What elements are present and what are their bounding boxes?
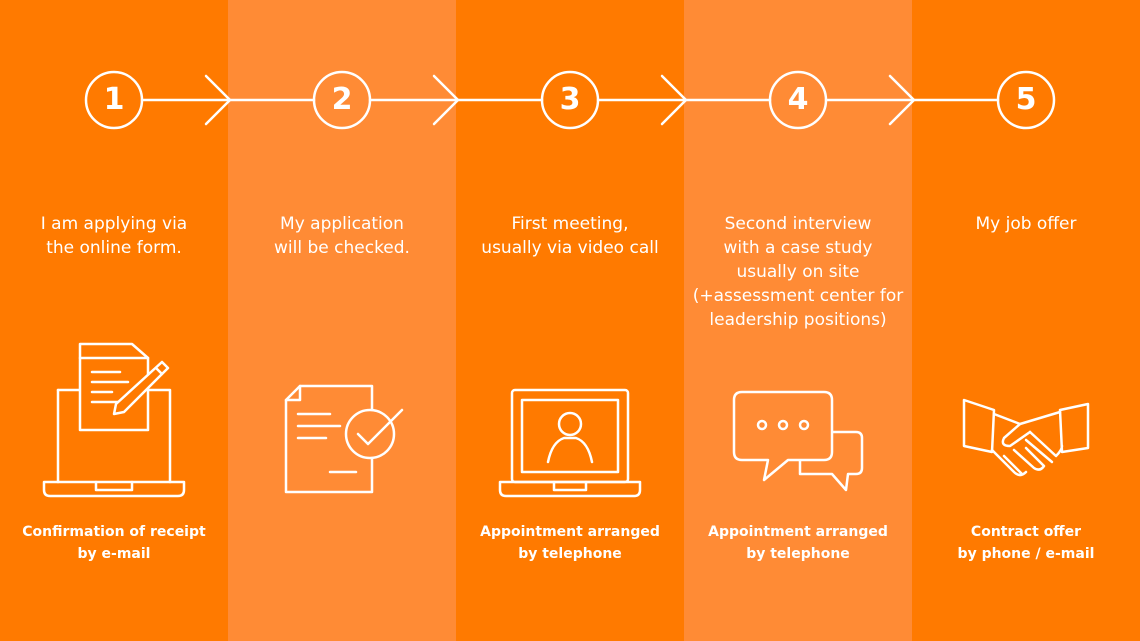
step-number-5: 5 [1015, 82, 1037, 117]
step-description-4: Second interview with a case study usual… [692, 214, 904, 330]
step-number-4: 4 [787, 82, 809, 117]
arrow-chevron-4 [888, 74, 916, 126]
step-note-3: Appointment arranged by telephone [480, 524, 660, 562]
chat-bubbles-icon [732, 390, 864, 492]
step-note-5: Contract offer by phone / e-mail [957, 524, 1095, 562]
arrow-chevron-1 [204, 74, 232, 126]
step-description-5: My job offer [975, 214, 1077, 234]
arrow-chevron-3 [660, 74, 688, 126]
step-description-1: I am applying via the online form. [40, 214, 188, 258]
step-column-3 [456, 0, 684, 641]
laptop-video-call-icon [498, 388, 642, 498]
step-note-1: Confirmation of receipt by e-mail [22, 524, 206, 562]
step-column-4 [684, 0, 912, 641]
handshake-icon [962, 398, 1090, 477]
arrow-chevron-2 [432, 74, 460, 126]
step-description-2: My application will be checked. [274, 214, 410, 258]
document-check-icon [284, 384, 404, 494]
step-number-2: 2 [331, 82, 353, 117]
step-number-1: 1 [103, 82, 125, 117]
step-column-5 [912, 0, 1140, 641]
step-number-3: 3 [559, 82, 581, 117]
step-column-1 [0, 0, 228, 641]
step-column-2 [228, 0, 456, 641]
step-description-3: First meeting, usually via video call [481, 214, 659, 258]
step-note-4: Appointment arranged by telephone [708, 524, 888, 562]
laptop-form-pen-icon [42, 342, 186, 498]
